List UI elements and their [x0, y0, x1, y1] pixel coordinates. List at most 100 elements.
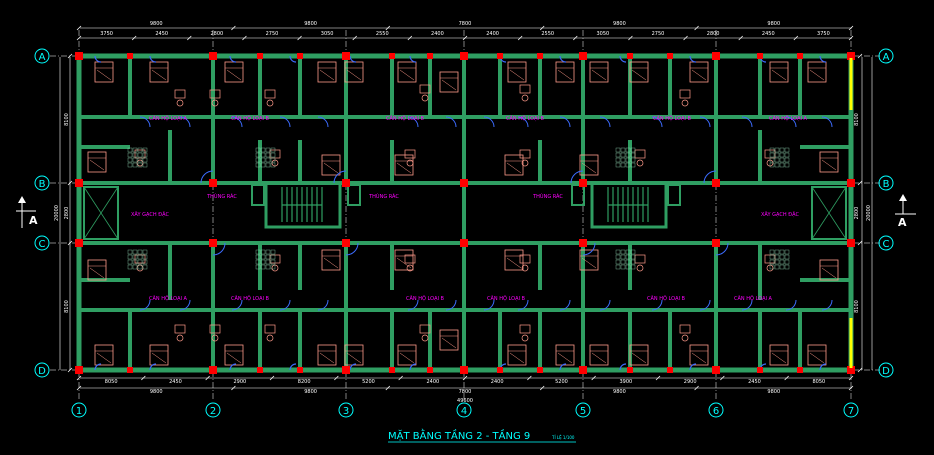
dimension-value: 3050 [596, 31, 609, 37]
structural-column [127, 367, 133, 373]
dimension-value: 7800 [459, 389, 472, 395]
structural-column [127, 53, 133, 59]
sanitary-fixture [209, 89, 221, 107]
window-mark [349, 55, 357, 63]
dimension-value: 2800 [64, 207, 70, 220]
bathroom-tile-pattern [255, 147, 276, 168]
dimension-value: 2900 [233, 379, 246, 385]
svg-text:3: 3 [343, 406, 349, 417]
structural-column [297, 367, 303, 373]
bathroom-tile-pattern [615, 249, 636, 270]
dimension-value: 9800 [767, 389, 780, 395]
structural-column [497, 367, 503, 373]
bed-symbol [317, 61, 337, 83]
structural-column [75, 179, 83, 187]
sanitary-fixture [404, 254, 416, 272]
door-swing [445, 299, 457, 311]
dimension-value: 8100 [854, 300, 860, 313]
structural-column [537, 367, 543, 373]
svg-text:2: 2 [210, 406, 216, 417]
title-text: MẶT BẰNG TẦNG 2 - TẦNG 9 [388, 428, 530, 442]
door-swing [821, 299, 833, 311]
dimension-value: 9800 [304, 21, 317, 27]
grid-bubble-col-7: 7 [843, 402, 859, 418]
structural-column [667, 53, 673, 59]
structural-column [257, 367, 263, 373]
dimension-value: 2400 [491, 379, 504, 385]
bed-symbol [149, 344, 169, 366]
structural-column [209, 179, 217, 187]
structural-column [257, 53, 263, 59]
furniture-symbols [87, 61, 839, 366]
stairwell-left [264, 181, 342, 229]
bed-symbol [689, 344, 709, 366]
svg-text:7: 7 [848, 406, 854, 417]
grid-bubble-row-B: B [878, 175, 894, 191]
service-shafts [83, 184, 847, 240]
door-swing [179, 299, 191, 311]
dimension-value: 2450 [748, 379, 761, 385]
room-label: CĂN HỘ LOẠI B [506, 115, 545, 122]
room-labels: CĂN HỘ LOẠI A CĂN HỘ LOẠI B CĂN HỘ LOẠI … [149, 115, 808, 302]
door-swing [279, 299, 291, 311]
structural-columns [75, 52, 855, 374]
structural-column [460, 239, 468, 247]
door-swing [139, 299, 151, 311]
door-swing [517, 116, 529, 128]
structural-column [757, 367, 763, 373]
structural-column [427, 53, 433, 59]
dimension-value: 9800 [767, 21, 780, 27]
door-swing [582, 242, 596, 256]
structural-column [75, 52, 83, 60]
bed-symbol [87, 151, 107, 173]
room-label: CĂN HỘ LOẠI A [734, 295, 773, 302]
bed-symbol [224, 344, 244, 366]
svg-text:4: 4 [461, 406, 467, 417]
room-label: CĂN HỘ LOẠI A [149, 295, 188, 302]
sanitary-fixture [519, 254, 531, 272]
bed-symbol [394, 249, 414, 271]
room-label: CĂN HỘ LOẠI A [149, 115, 188, 122]
door-swing [699, 116, 711, 128]
bed-symbol [344, 344, 364, 366]
bed-symbol [321, 154, 341, 176]
door-swing [231, 299, 243, 311]
dimension-value: 2450 [155, 31, 168, 37]
door-swing [651, 116, 663, 128]
sanitary-fixture [264, 324, 276, 342]
structural-column [427, 367, 433, 373]
dimension-value: 2400 [431, 31, 444, 37]
door-swings [94, 55, 833, 371]
door-swing [200, 170, 214, 184]
sanitary-fixture [419, 324, 431, 342]
dimension-value: 3750 [817, 31, 830, 37]
bed-symbol [149, 61, 169, 83]
structural-column [847, 179, 855, 187]
room-label: CĂN HỘ LOẠI B [647, 295, 686, 302]
door-swing [407, 299, 419, 311]
structural-column [297, 53, 303, 59]
section-mark-label: A [29, 214, 38, 227]
dimension-value: 2450 [169, 379, 182, 385]
dimension-value: 2900 [684, 379, 697, 385]
door-swing [139, 116, 151, 128]
grid-bubble-row-C: C [878, 235, 894, 251]
grid-bubble-row-B: B [34, 175, 50, 191]
room-label: CĂN HỘ LOẠI B [386, 115, 425, 122]
door-swing [445, 116, 457, 128]
dimension-value: 7800 [459, 21, 472, 27]
dimension-value: 2750 [652, 31, 665, 37]
dimension-value: 2800 [854, 207, 860, 220]
structural-column [497, 53, 503, 59]
sanitary-fixture [174, 89, 186, 107]
door-swing [741, 116, 753, 128]
window-mark [619, 363, 627, 371]
sanitary-fixture [679, 89, 691, 107]
door-swing [231, 116, 243, 128]
svg-text:A: A [39, 52, 46, 63]
structural-column [579, 52, 587, 60]
bed-symbol [819, 151, 839, 173]
structural-column [712, 179, 720, 187]
